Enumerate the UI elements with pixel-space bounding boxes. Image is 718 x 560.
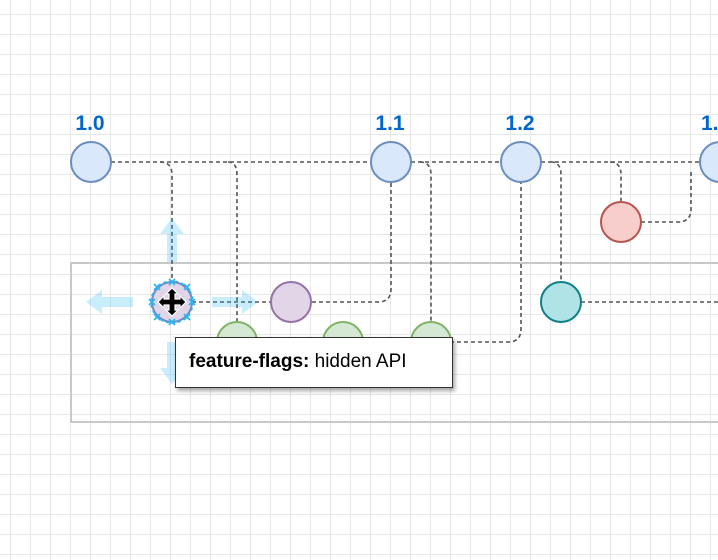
- commit-1-0[interactable]: [70, 141, 112, 183]
- edge-1-2-to-teal[interactable]: [550, 161, 562, 282]
- connect-arrow-right-icon[interactable]: [212, 290, 258, 314]
- edge-1-1-to-green-3[interactable]: [419, 161, 432, 322]
- commit-next[interactable]: [699, 141, 718, 183]
- tooltip: feature-flags: hidden API: [175, 337, 453, 388]
- version-label-next: 1.: [701, 112, 718, 135]
- edge-red-to-next[interactable]: [641, 172, 692, 223]
- commit-teal[interactable]: [540, 281, 582, 323]
- tooltip-title: feature-flags:: [189, 351, 310, 372]
- version-label-1-0: 1.0: [75, 112, 104, 135]
- commit-1-1[interactable]: [370, 141, 412, 183]
- tooltip-text: hidden API: [314, 351, 407, 372]
- edge-1-0-to-green-1[interactable]: [227, 161, 238, 322]
- move-cursor-icon: [157, 287, 187, 317]
- version-label-1-2: 1.2: [505, 112, 534, 135]
- edge-purple-to-1-1[interactable]: [312, 183, 392, 303]
- version-label-1-1: 1.1: [375, 112, 405, 135]
- connect-arrow-left-icon[interactable]: [86, 290, 133, 314]
- edge-1-0-to-feature[interactable]: [159, 161, 173, 300]
- commit-purple[interactable]: [270, 281, 312, 323]
- selection-handles[interactable]: [148, 278, 196, 326]
- feature-branch-container[interactable]: [70, 262, 718, 423]
- commit-1-2[interactable]: [500, 141, 542, 183]
- commit-red[interactable]: [600, 201, 642, 243]
- connect-arrow-up-icon[interactable]: [160, 218, 184, 262]
- edge-green-to-1-2[interactable]: [450, 183, 522, 343]
- edge-main-to-red[interactable]: [609, 161, 622, 202]
